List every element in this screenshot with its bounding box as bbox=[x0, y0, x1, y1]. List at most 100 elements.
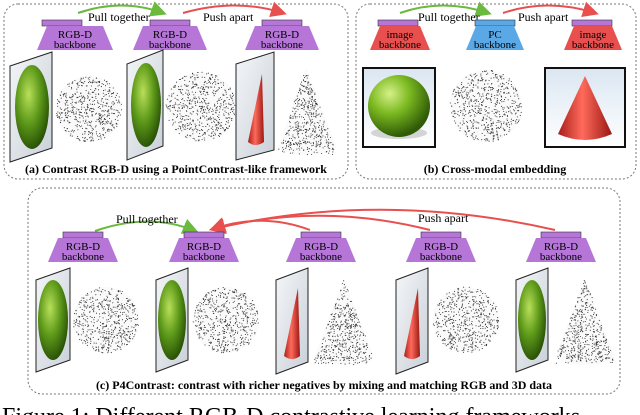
pull-label-c: Pull together bbox=[116, 212, 178, 226]
green-ellipsoid bbox=[518, 280, 546, 360]
feature-vector bbox=[420, 231, 462, 239]
backbone-label-line1: RGB-D bbox=[424, 241, 458, 253]
backbone-label-line2: backbone bbox=[149, 39, 191, 51]
feature-vector bbox=[300, 231, 342, 239]
backbone-a-3: RGB-D backbone bbox=[245, 19, 319, 51]
point-cloud-cone-a-3 bbox=[278, 68, 337, 155]
backbone-label-line1: RGB-D bbox=[153, 29, 187, 41]
backbone-label-line1: RGB-D bbox=[304, 241, 338, 253]
point-cloud-cone-c-3 bbox=[314, 278, 374, 365]
backbone-label-line2: backbone bbox=[540, 251, 582, 263]
stipple-b bbox=[449, 70, 522, 142]
image-cone-b bbox=[544, 67, 626, 148]
backbone-label-line2: backbone bbox=[474, 39, 516, 51]
point-cloud-sphere-a-1 bbox=[56, 76, 122, 142]
input-a-3-rgb-plane bbox=[235, 51, 275, 161]
backbone-c-5: RGB-D backbone bbox=[526, 231, 596, 263]
panel-a-frame bbox=[3, 3, 349, 180]
push-label-a: Push apart bbox=[203, 10, 254, 24]
figure-caption: Figure 1: Different RGB-D contrastive le… bbox=[2, 404, 580, 415]
red-cone bbox=[558, 76, 612, 140]
green-ellipsoid bbox=[15, 65, 49, 149]
panel-b-frame bbox=[355, 3, 637, 180]
caption-a: (a) Contrast RGB-D using a PointContrast… bbox=[25, 162, 327, 176]
point-cloud-sphere-c-2 bbox=[193, 287, 259, 353]
backbone-label-line2: backbone bbox=[62, 251, 104, 263]
backbone-a-2: RGB-D backbone bbox=[133, 19, 207, 51]
backbone-label-line1: RGB-D bbox=[265, 29, 299, 41]
feature-vector bbox=[474, 19, 516, 27]
point-cloud-sphere-c-4 bbox=[433, 287, 499, 353]
input-c-1-rgb-plane bbox=[35, 267, 71, 373]
backbone-label-line2: backbone bbox=[54, 39, 96, 51]
pull-arrow-b bbox=[399, 1, 492, 17]
pull-arrow-c bbox=[94, 218, 199, 234]
push-arrow-c-3 bbox=[209, 208, 556, 235]
feature-vector bbox=[571, 19, 613, 27]
pull-label-b: Pull together bbox=[418, 10, 480, 24]
push-label-b: Push apart bbox=[518, 10, 569, 24]
backbone-c-3: RGB-D backbone bbox=[286, 231, 356, 263]
point-cloud-sphere-b bbox=[450, 70, 522, 142]
backbone-label-line1: image bbox=[387, 29, 414, 41]
green-ellipsoid bbox=[38, 280, 68, 360]
stipple-c-5 bbox=[555, 279, 614, 364]
stipple-a-2 bbox=[165, 71, 236, 142]
feature-vector bbox=[149, 19, 191, 27]
backbone-c-4: RGB-D backbone bbox=[406, 231, 476, 263]
red-cone bbox=[248, 74, 264, 145]
backbone-label-line2: backbone bbox=[420, 251, 462, 263]
green-ellipsoid bbox=[131, 63, 161, 147]
backbone-b-1: image backbone bbox=[370, 19, 430, 51]
backbone-label-line1: RGB-D bbox=[544, 241, 578, 253]
green-sphere bbox=[368, 75, 430, 137]
backbone-label-line2: backbone bbox=[300, 251, 342, 263]
stipple-c-4 bbox=[432, 286, 500, 353]
pull-arrow-a bbox=[77, 1, 167, 17]
red-cone bbox=[284, 288, 300, 359]
input-c-2-rgb-plane bbox=[155, 267, 189, 373]
backbone-a-1: RGB-D backbone bbox=[37, 19, 113, 51]
stipple-a-3 bbox=[278, 75, 335, 156]
feature-vector bbox=[377, 19, 419, 27]
input-c-4-rgb-plane bbox=[395, 267, 429, 375]
caption-b: (b) Cross-modal embedding bbox=[424, 162, 566, 176]
backbone-label-line1: image bbox=[580, 29, 607, 41]
backbone-label-line1: PC bbox=[488, 29, 501, 41]
point-cloud-sphere-c-1 bbox=[73, 287, 139, 353]
push-label-c: Push apart bbox=[418, 211, 469, 225]
push-arrow-b bbox=[502, 1, 599, 17]
stipple-a-1 bbox=[56, 76, 123, 142]
stipple-c-2 bbox=[192, 287, 259, 354]
backbone-c-2: RGB-D backbone bbox=[169, 231, 239, 263]
input-c-5-rgb-plane bbox=[515, 267, 549, 373]
backbone-b-3: image backbone bbox=[564, 19, 622, 51]
backbone-label-line2: backbone bbox=[572, 39, 614, 51]
stipple-c-1 bbox=[73, 287, 139, 354]
backbone-label-line1: RGB-D bbox=[187, 241, 221, 253]
backbone-label-line1: RGB-D bbox=[66, 241, 100, 253]
green-ellipsoid bbox=[158, 280, 186, 360]
image-sphere-b bbox=[362, 67, 436, 148]
input-a-2-rgb-plane bbox=[126, 49, 164, 161]
backbone-label-line1: RGB-D bbox=[58, 29, 92, 41]
feature-vector bbox=[540, 231, 582, 239]
backbone-b-2: PC backbone bbox=[466, 19, 524, 51]
feature-vector bbox=[261, 19, 303, 27]
caption-c: (c) P4Contrast: contrast with richer neg… bbox=[96, 378, 552, 392]
backbone-label-line2: backbone bbox=[379, 39, 421, 51]
red-cone bbox=[404, 288, 420, 359]
stipple-c-3 bbox=[314, 280, 372, 366]
feature-vector bbox=[183, 231, 225, 239]
backbone-c-1: RGB-D backbone bbox=[48, 231, 118, 263]
panel-c-frame bbox=[27, 187, 621, 395]
input-c-3-rgb-plane bbox=[275, 267, 309, 375]
pull-label-a: Pull together bbox=[88, 10, 150, 24]
backbone-label-line2: backbone bbox=[261, 39, 303, 51]
push-arrow-a bbox=[182, 1, 287, 17]
feature-vector bbox=[41, 19, 83, 27]
backbone-label-line2: backbone bbox=[183, 251, 225, 263]
feature-vector bbox=[62, 231, 104, 239]
input-a-1-rgb-plane bbox=[9, 51, 53, 163]
